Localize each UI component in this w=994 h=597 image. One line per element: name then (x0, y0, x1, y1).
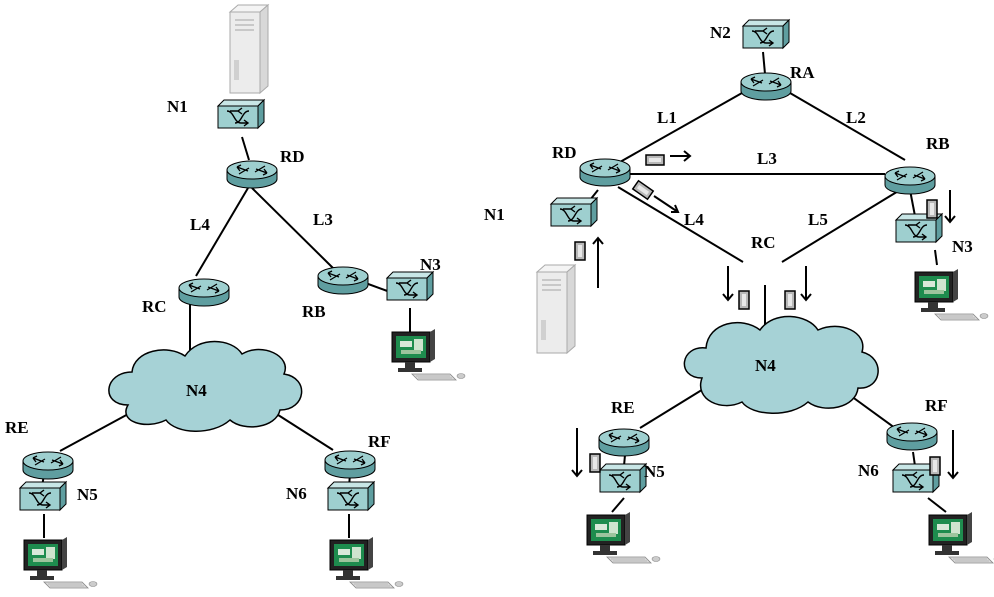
right-link-n2-ra (762, 51, 766, 75)
left-switch-n6-icon (327, 481, 375, 511)
flow-arrow-icon (571, 428, 583, 478)
packet-icon (574, 241, 586, 261)
left-pc-n6-icon (329, 536, 404, 589)
right-label-n1: N1 (484, 205, 505, 224)
right-link-n4-re (639, 387, 706, 429)
left-label-n6: N6 (286, 484, 307, 503)
right-switch-n5-icon (599, 463, 647, 493)
right-link-n6-pc (927, 497, 947, 513)
left-server-icon (229, 4, 269, 94)
right-router-re-icon (598, 428, 650, 457)
right-topology: N2 RA L1 L2 RD L3 RB N1 L4 L5 RC N3 N4 R… (484, 19, 994, 564)
left-label-rf: RF (368, 432, 391, 451)
right-link-l5 (781, 189, 901, 263)
flow-arrow-icon (800, 266, 812, 302)
right-label-l4: L4 (684, 210, 704, 229)
right-label-re: RE (611, 398, 635, 417)
right-link-l2 (789, 92, 906, 161)
left-switch-n1-icon (217, 99, 265, 129)
left-router-rb-icon (317, 266, 369, 295)
flow-arrow-icon (947, 430, 959, 480)
left-link-n4-re (59, 412, 131, 452)
flow-arrow-icon (592, 236, 604, 288)
left-label-re: RE (5, 418, 29, 437)
right-router-rb-icon (884, 166, 936, 195)
packet-icon (645, 154, 665, 166)
packet-icon (929, 456, 941, 476)
flow-arrow-icon (722, 266, 734, 302)
right-link-l4 (617, 186, 744, 263)
right-label-l3: L3 (757, 149, 777, 168)
right-label-l2: L2 (846, 108, 866, 127)
right-label-n4: N4 (755, 356, 776, 375)
left-router-rd-icon (226, 160, 278, 189)
left-router-rc-icon (178, 278, 230, 307)
left-label-rb: RB (302, 302, 326, 321)
right-server-icon (536, 264, 576, 354)
right-label-n2: N2 (710, 23, 731, 42)
right-label-rc: RC (751, 233, 776, 252)
flow-arrow-icon (944, 190, 956, 224)
right-label-n6: N6 (858, 461, 879, 480)
right-router-ra-icon (740, 72, 792, 101)
left-topology: N1 RD L4 L3 RC N3 RB N4 RE N5 RF N6 (5, 4, 466, 589)
right-pc-n5-icon (586, 511, 661, 564)
left-router-rf-icon (324, 450, 376, 479)
left-link-rd-rb (251, 187, 336, 271)
right-pc-n3-icon (914, 268, 989, 321)
right-label-n3: N3 (952, 237, 973, 256)
left-label-l4: L4 (190, 215, 210, 234)
right-label-ra: RA (790, 63, 815, 82)
right-label-n5: N5 (644, 462, 665, 481)
left-label-n5: N5 (77, 485, 98, 504)
left-label-n1: N1 (167, 97, 188, 116)
left-link-n1-rd (241, 136, 250, 161)
left-label-n4: N4 (186, 381, 207, 400)
left-label-n3: N3 (420, 255, 441, 274)
left-label-rd: RD (280, 147, 305, 166)
flow-arrow-icon (670, 150, 692, 162)
right-pc-n6-icon (928, 511, 994, 564)
right-cloud-n4-icon (683, 315, 879, 414)
left-switch-n5-icon (19, 481, 67, 511)
left-label-rc: RC (142, 297, 167, 316)
packet-icon (926, 199, 938, 219)
left-router-re-icon (22, 451, 74, 480)
left-link-rd-rc (195, 187, 249, 277)
right-router-rf-icon (886, 422, 938, 451)
left-pc-n5-icon (23, 536, 98, 589)
right-label-rb: RB (926, 134, 950, 153)
packet-icon (589, 453, 601, 473)
packet-icon (632, 179, 654, 201)
right-switch-n2-icon (742, 19, 790, 49)
left-cloud-n4-icon (108, 340, 303, 432)
packet-icon (738, 290, 750, 310)
left-switch-n3-icon (386, 271, 434, 301)
right-link-n5-pc (611, 497, 625, 513)
packet-icon (784, 290, 796, 310)
flow-arrow-icon (653, 195, 680, 213)
right-label-l1: L1 (657, 108, 677, 127)
right-link-l1 (619, 92, 743, 163)
right-switch-n1-icon (550, 197, 598, 227)
right-label-l5: L5 (808, 210, 828, 229)
left-label-l3: L3 (313, 210, 333, 229)
left-pc-n3-icon (391, 328, 466, 381)
right-label-rf: RF (925, 396, 948, 415)
left-link-n4-rf (274, 412, 334, 451)
right-label-rd: RD (552, 143, 577, 162)
right-router-rd-icon (579, 158, 631, 187)
right-link-n3-pc (934, 249, 938, 266)
